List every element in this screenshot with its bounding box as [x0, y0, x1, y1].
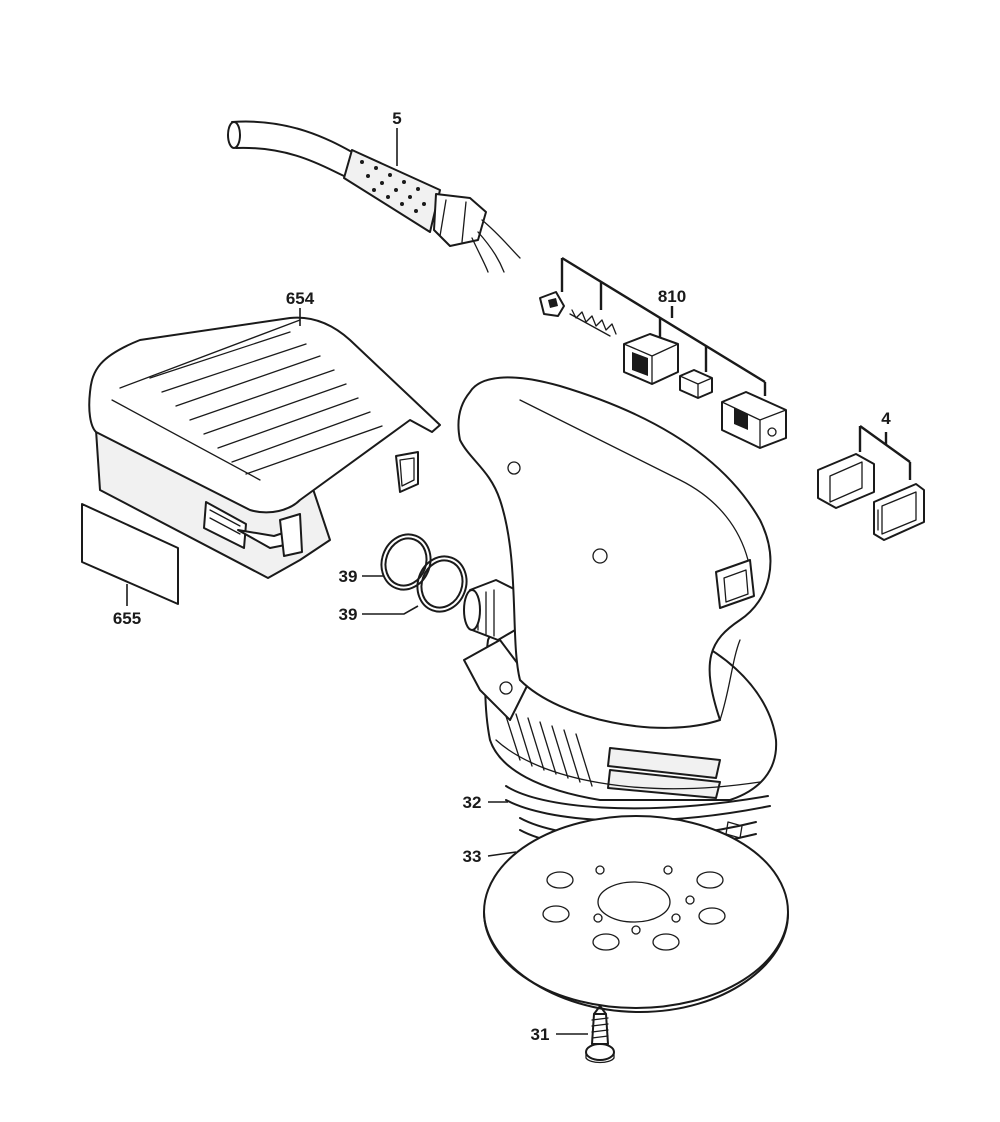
- switch-set-parts: [539, 291, 787, 449]
- part-label-label-plate: 655: [113, 609, 141, 628]
- switch-cover-bracket: [858, 425, 912, 480]
- switch-cover-parts: [817, 453, 925, 541]
- part-label-switch-cover: 4: [881, 409, 891, 428]
- screw: [585, 1005, 615, 1064]
- pad-holes: [542, 865, 726, 951]
- o-rings: [380, 533, 468, 613]
- sanding-pad-leader-line: [487, 851, 517, 857]
- cord-sleeve-dots: [360, 160, 426, 213]
- label-plate: [81, 503, 179, 605]
- part-label-o-ring-lower: 39: [339, 605, 358, 624]
- part-label-switch-set: 810: [658, 287, 686, 306]
- part-label-screw: 31: [531, 1025, 550, 1044]
- dust-box: [88, 316, 441, 579]
- switch-set-bracket: [560, 256, 767, 396]
- part-label-o-ring-upper: 39: [339, 567, 358, 586]
- part-label-cord: 5: [392, 109, 401, 128]
- part-label-dust-box: 654: [286, 289, 315, 308]
- sanding-pad: [483, 815, 789, 1013]
- part-label-sanding-pad: 33: [463, 847, 482, 866]
- power-cord: [227, 120, 521, 273]
- sander-body: [457, 376, 778, 801]
- part-label-ring: 32: [463, 793, 482, 812]
- dust-box-ribs: [149, 331, 383, 475]
- body-vent-ribs: [503, 709, 721, 799]
- o-ring-lower-leader-line: [362, 605, 419, 615]
